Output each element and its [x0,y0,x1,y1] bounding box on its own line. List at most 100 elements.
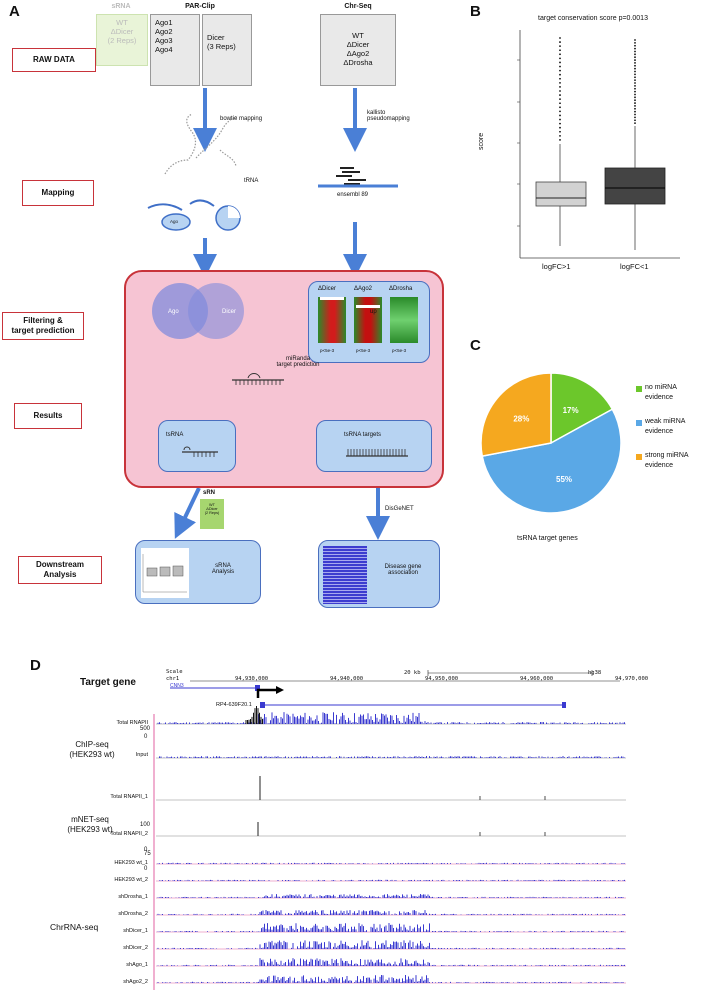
outlier-point [634,122,636,125]
outlier-point [559,73,561,76]
trna-label: tRNA [244,178,259,184]
panel-b-xlabel-1: logFC>1 [542,262,571,271]
scale-bar-label: 20 kb [404,670,421,676]
kallisto-label: kallisto pseudomapping [367,110,410,122]
venn-dicer-circle [188,283,244,339]
srn-doc: WT ΔDicer (2 Reps) [200,499,224,529]
outlier-point [634,119,636,122]
outlier-point [634,53,636,56]
heat-up-label: up [370,309,377,315]
outlier-point [559,122,561,125]
track-label-10: shAgo_1 [126,962,148,968]
miranda-label: miRanda target prediction [276,356,320,368]
panel-b-boxplot [517,30,680,259]
outlier-point [634,84,636,87]
y-100: 100 [140,822,151,828]
outlier-point [559,86,561,88]
outlier-point [634,93,636,96]
track-label-3: Total RNAPII_2 [110,831,148,837]
outlier-point [634,105,636,107]
stage-mapping: Mapping [22,180,94,206]
pie-slice-1 [481,408,622,514]
outlier-point [559,81,561,84]
stage-filtering: Filtering & target prediction [2,312,84,340]
outlier-point [634,79,636,82]
pie-label-1: 55% [556,475,572,484]
tsrna-label: tsRNA [166,432,184,438]
stage-results: Results [14,403,82,429]
coord-5: 94,970,000 [615,676,649,682]
heat-p-3: p<5e-3 [392,348,407,353]
legend-label-weak: weak miRNA evidence [645,418,686,435]
outlier-point [559,61,561,64]
track-label-11: shAgo2_2 [123,979,148,985]
pie-slice-0 [550,372,614,445]
heat-p-1: p<5e-3 [320,348,335,353]
chrseq-doc: WT ΔDicer ΔAgo2 ΔDrosha [320,14,396,86]
pie-chart: 17% 55% 28% [480,372,622,514]
pie-label-0: 17% [563,406,579,415]
outlier-point [559,102,561,105]
outlier-point [559,114,561,117]
venn-ago-label: Ago [168,309,179,315]
track-label-1: Input [135,752,148,758]
track-label-4: HEK293 wt_1 [114,860,148,866]
outlier-point [559,98,561,101]
stage-raw-data: RAW DATA [12,48,96,72]
tsrna-targets-label: tsRNA targets [344,432,382,438]
heat-label-drosha: ΔDrosha [389,286,413,292]
panel-a-arrows [147,88,398,540]
bowtie-label: bowtie mapping [220,116,263,122]
outlier-point [559,90,561,92]
track-label-6: shDrosha_1 [118,894,148,900]
outlier-point [559,53,561,56]
genome-browser [153,670,626,990]
outlier-point [634,110,636,113]
pie-label-2: 28% [513,414,529,423]
outlier-point [634,73,636,76]
outlier-point [634,82,636,84]
heat-label-dicer: ΔDicer [318,286,337,292]
y-0: 0 [144,734,148,740]
legend-label-strong: strong miRNA evidence [645,452,689,469]
legend-swatch-strong [636,454,642,460]
panel-b-ylabel: score [478,132,485,150]
outlier-point [559,65,561,68]
outlier-point [634,47,636,50]
outlier-point [634,113,636,116]
outlier-point [634,64,636,67]
chr-label: chr1 [166,676,180,682]
heat-label-ago2: ΔAgo2 [354,286,373,292]
parclip-doc-ago: Ago1 Ago2 Ago3 Ago4 [150,14,200,86]
coord-3: 94,950,000 [425,676,459,682]
tsrna-targets-icon [346,449,408,457]
outlier-point [559,69,561,72]
heatmap-col-1 [318,297,346,343]
legend-label-no: no miRNA evidence [645,384,677,401]
disgenet-label: DisGeNET [385,506,414,512]
outlier-point [559,134,561,137]
disease-label: Disease gene association [384,564,422,576]
panel-a-letter: A [9,3,20,20]
ago-small-label: Ago [170,219,179,224]
miranda-icon [232,373,284,385]
outlier-point [634,44,636,47]
coord-2: 94,940,000 [330,676,364,682]
outlier-point [634,56,636,59]
outlier-point [634,59,636,61]
gene-left-label: CNN3 [170,683,184,689]
pie-slice-2 [480,372,552,457]
panel-b-letter: B [470,3,481,20]
track-label-9: shDicer_2 [123,945,148,951]
outlier-point [559,94,561,96]
srna-title: sRNA [111,3,131,10]
parclip-title: PAR-Clip [185,3,215,10]
outlier-point [559,139,561,141]
outlier-point [559,57,561,60]
srna-boxplot-thumb [141,548,189,598]
srn-label: sRN [203,490,216,496]
outlier-point [559,106,561,109]
outlier-point [634,102,636,104]
coord-1: 94,930,000 [235,676,269,682]
outlier-point [559,77,561,80]
